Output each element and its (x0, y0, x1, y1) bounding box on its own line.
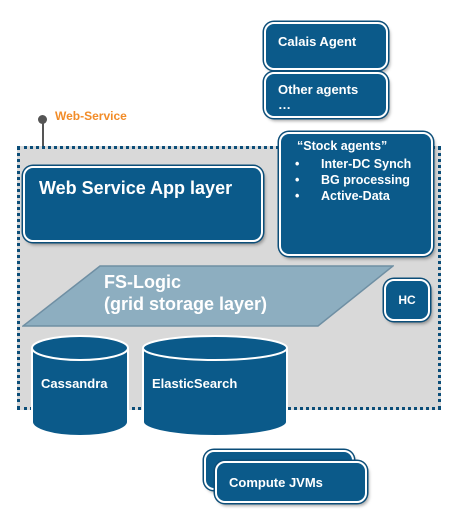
fs-logic-subtitle: (grid storage layer) (104, 294, 268, 314)
bullet-icon: • (295, 157, 300, 171)
stock-agent-item-label: Inter-DC Synch (321, 157, 412, 171)
cassandra-label: Cassandra (41, 376, 108, 391)
stock-agent-item: • Active-Data (291, 188, 421, 204)
stock-agents-title: “Stock agents” (297, 139, 388, 153)
fs-logic-title: FS-Logic (104, 272, 181, 292)
fs-logic-text: FS-Logic (grid storage layer) (104, 271, 267, 315)
stock-agents-box[interactable]: “Stock agents” • Inter-DC Synch • BG pro… (279, 132, 433, 256)
elasticsearch-label: ElasticSearch (152, 376, 238, 391)
calais-agent-box[interactable]: Calais Agent (264, 22, 388, 70)
stock-agent-item: • BG processing (291, 172, 421, 188)
compute-jvms-label: Compute JVMs (229, 475, 323, 490)
elasticsearch-cylinder-shape (142, 335, 288, 437)
calais-agent-label: Calais Agent (278, 34, 357, 49)
web-service-connector-line (42, 120, 44, 147)
bullet-icon: • (295, 189, 300, 203)
hc-box[interactable]: HC (384, 279, 430, 321)
compute-jvms-box[interactable]: Compute JVMs (215, 461, 367, 503)
cassandra-cylinder[interactable]: Cassandra (30, 334, 130, 440)
hc-label: HC (398, 293, 416, 307)
bullet-icon: • (295, 173, 300, 187)
web-service-app-layer-box[interactable]: Web Service App layer (23, 166, 263, 242)
other-agents-box[interactable]: Other agents … (264, 72, 388, 118)
other-agents-label: Other agents … (278, 82, 359, 112)
web-service-label: Web-Service (55, 109, 127, 123)
fs-logic-shape (22, 265, 394, 327)
stock-agents-list: • Inter-DC Synch • BG processing • Activ… (291, 156, 421, 204)
web-service-app-layer-label: Web Service App layer (39, 178, 233, 198)
fs-logic-layer[interactable]: FS-Logic (grid storage layer) (22, 265, 394, 327)
stock-agent-item-label: BG processing (321, 173, 410, 187)
cassandra-cylinder-shape (31, 335, 129, 437)
stock-agent-item-label: Active-Data (321, 189, 390, 203)
web-service-connector-dot (38, 115, 47, 124)
elasticsearch-cylinder[interactable]: ElasticSearch (141, 334, 289, 440)
stock-agent-item: • Inter-DC Synch (291, 156, 421, 172)
